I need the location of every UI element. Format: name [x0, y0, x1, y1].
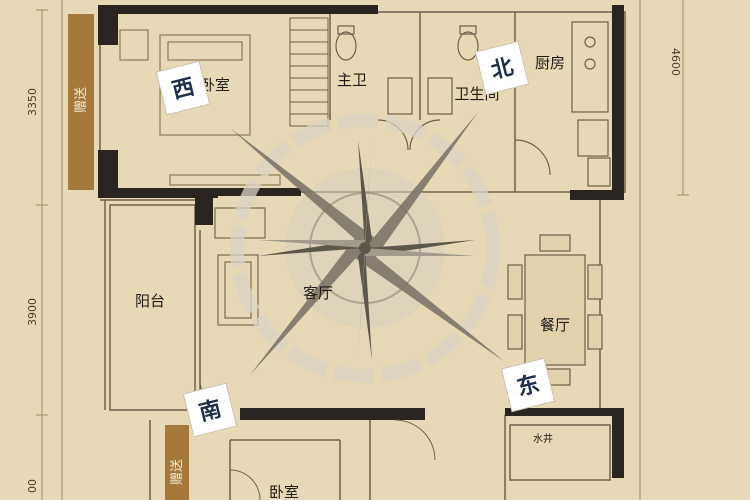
- dimension-right-top: 4600: [669, 48, 682, 76]
- compass-rose: [230, 112, 505, 383]
- dining-table: [507, 234, 603, 386]
- gift-area-bottom-label: 赠送: [170, 459, 185, 485]
- gift-area-top-label: 赠送: [74, 87, 89, 113]
- room-label-living-room: 客厅: [303, 284, 333, 302]
- direction-east: 东: [500, 357, 556, 413]
- room-label-dining-room: 餐厅: [540, 316, 570, 334]
- kitchen-fixtures: [514, 21, 611, 187]
- dimension-left-bottom: 00: [26, 479, 39, 493]
- direction-south: 南: [182, 382, 238, 438]
- room-label-kitchen: 厨房: [535, 54, 565, 72]
- dimension-lines: [36, 0, 689, 500]
- direction-west: 西: [155, 60, 211, 116]
- room-label-master-bath: 主卫: [337, 71, 367, 89]
- gift-area-bottom: [165, 425, 189, 500]
- dimension-left-top: 3350: [26, 88, 39, 116]
- room-label-water-well: 水井: [533, 432, 553, 445]
- room-label-bedroom-bottom: 卧室: [269, 483, 299, 500]
- gift-area-top: [68, 14, 94, 190]
- dimension-left-middle: 3900: [26, 298, 39, 326]
- direction-north: 北: [474, 40, 530, 96]
- room-label-balcony: 阳台: [135, 292, 165, 310]
- room-label-master-bedroom: 卧室: [200, 76, 230, 94]
